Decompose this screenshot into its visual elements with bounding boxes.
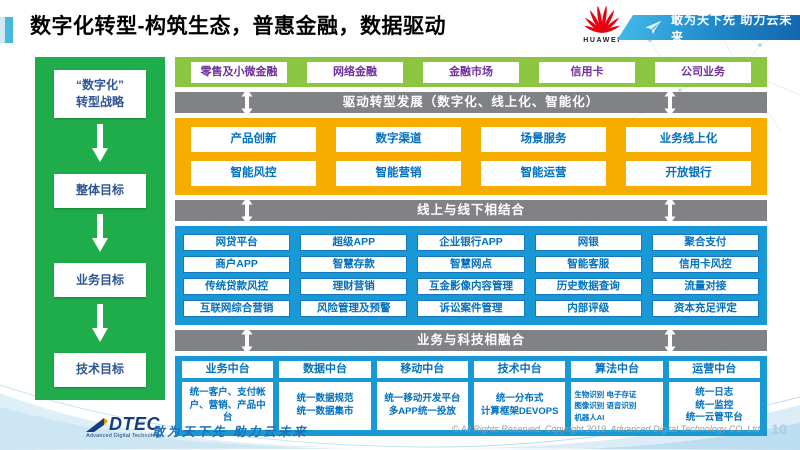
platform-name-box: 移动中台	[376, 361, 468, 378]
business-line-box: 网络金融	[307, 61, 403, 83]
transform-capability-box: 开放银行	[626, 161, 751, 186]
transform-row: 智能风控智能营销智能运营开放银行	[181, 161, 761, 186]
capability-box: 网贷平台	[183, 234, 291, 251]
banner-tech-fusion-text: 业务与科技相融合	[416, 333, 525, 347]
platform-name-box: 算法中台	[571, 361, 663, 378]
platform-detail-box: 统一日志 统一监控 统一云管平台	[668, 382, 760, 430]
platform-detail-box: 统一移动开发平台 多APP统一投放	[376, 382, 468, 430]
transform-capability-box: 智能营销	[336, 161, 461, 186]
updown-arrow-icon	[664, 197, 676, 224]
banner-drive-transformation: 驱动转型发展（数字化、线上化、智能化）	[175, 89, 767, 116]
capability-box: 资本充足评定	[651, 300, 760, 317]
business-line-box: 公司业务	[655, 61, 751, 83]
header-slogan-ribbon: 敢为天下先 助力云未来	[617, 15, 800, 40]
banner-tech-fusion: 业务与科技相融合	[175, 327, 767, 354]
capability-box: 网银	[534, 234, 642, 251]
updown-arrow-icon	[664, 89, 676, 116]
updown-arrow-icon	[241, 327, 253, 354]
capability-box: 互金影像内容管理	[417, 278, 525, 295]
business-capability-grid: 网贷平台超级APP 企业银行APP 网银聚合支付商户APP 智慧存款智慧网点智能客服信…	[175, 226, 767, 325]
capability-row: 传统贷款风控理财营销互金影像内容管理历史数据查询流量对接	[178, 278, 764, 295]
capability-box: 内部评级	[534, 300, 642, 317]
business-line-box: 零售及小微金融	[191, 61, 287, 83]
platform-column: 业务中台统一客户、支付帐户、营销、产品中台	[182, 361, 274, 430]
platform-column: 技术中台统一分布式 计算框架DEVOPS	[473, 361, 566, 430]
capability-row: 商户APP 智慧存款智慧网点智能客服信用卡风控	[178, 256, 764, 273]
business-line-box: 金融市场	[423, 61, 519, 83]
updown-arrow-icon	[664, 327, 676, 354]
capability-box: 智能客服	[534, 256, 642, 273]
platform-detail-box: 统一分布式 计算框架DEVOPS	[473, 382, 566, 430]
transform-capability-box: 智能风控	[191, 161, 316, 186]
down-arrow-icon	[92, 213, 108, 257]
platform-name-box: 技术中台	[473, 361, 566, 378]
sidebar-stage-box: 业务目标	[54, 263, 146, 298]
adtec-logo: DTEC Advanced Digital Technology	[86, 414, 162, 439]
transform-capability-box: 数字渠道	[336, 127, 461, 152]
transformation-capability-block: 产品创新数字渠道场景服务业务线上化智能风控智能营销智能运营开放银行	[175, 118, 767, 195]
updown-arrow-icon	[241, 89, 253, 116]
transformation-flow: 零售及小微金融网络金融金融市场信用卡公司业务 驱动转型发展（数字化、线上化、智能…	[175, 57, 767, 436]
platform-name-box: 运营中台	[668, 361, 760, 378]
capability-box: 智慧存款	[300, 256, 408, 273]
capability-row: 网贷平台超级APP 企业银行APP 网银聚合支付	[178, 234, 764, 251]
transform-capability-box: 产品创新	[191, 127, 316, 152]
capability-box: 诉讼案件管理	[417, 300, 525, 317]
banner-online-offline: 线上与线下相结合	[175, 197, 767, 224]
transform-capability-box: 场景服务	[481, 127, 606, 152]
business-lines-row: 零售及小微金融网络金融金融市场信用卡公司业务	[175, 57, 767, 87]
ribbon-slogan-text: 敢为天下先 助力云未来	[671, 12, 793, 44]
platform-column: 数据中台统一数据规范 统一数据集市	[279, 361, 371, 430]
adtec-triangle-icon	[86, 417, 108, 432]
platform-name-box: 业务中台	[182, 361, 274, 378]
transform-capability-box: 智能运营	[481, 161, 606, 186]
platform-name-box: 数据中台	[279, 361, 371, 378]
capability-box: 企业银行APP	[417, 234, 525, 251]
banner-drive-text: 驱动转型发展（数字化、线上化、智能化）	[342, 95, 600, 109]
sidebar-stage-box: 技术目标	[54, 352, 146, 387]
capability-box: 信用卡风控	[651, 256, 760, 273]
platform-column: 算法中台生物识别 电子存证 图像识别 语音识别 机器人AI	[571, 361, 663, 430]
capability-box: 理财营销	[300, 278, 408, 295]
page-title: 数字化转型-构筑生态，普惠金融，数据驱动	[30, 15, 446, 38]
page-number: 10	[771, 421, 787, 437]
sidebar-stage-box: 整体目标	[54, 173, 146, 208]
capability-box: 聚合支付	[651, 234, 760, 251]
business-line-box: 信用卡	[539, 61, 635, 83]
down-arrow-icon	[92, 303, 108, 347]
copyright-text: © All Rights Reserved. Copyright 2019, A…	[452, 424, 760, 434]
platform-column: 移动中台统一移动开发平台 多APP统一投放	[376, 361, 468, 430]
capability-box: 历史数据查询	[534, 278, 642, 295]
capability-box: 传统贷款风控	[183, 278, 291, 295]
capability-box: 流量对接	[651, 278, 760, 295]
sidebar-stage-box: “数字化” 转型战略	[54, 70, 146, 118]
transform-row: 产品创新数字渠道场景服务业务线上化	[181, 127, 761, 152]
capability-box: 互联网综合营销	[183, 300, 291, 317]
huawei-flower-icon	[584, 5, 620, 33]
platform-column: 运营中台统一日志 统一监控 统一云管平台	[668, 361, 760, 430]
footer-slogan: 敢为天下先 助力云未来	[152, 425, 308, 439]
title-accent-bar	[0, 17, 13, 43]
capability-row: 互联网综合营销风险管理及预警诉讼案件管理内部评级资本充足评定	[178, 300, 764, 317]
paper-plane-icon	[644, 20, 662, 35]
capability-box: 超级APP	[300, 234, 408, 251]
capability-box: 商户APP	[183, 256, 291, 273]
capability-box: 智慧网点	[417, 256, 525, 273]
banner-online-offline-text: 线上与线下相结合	[416, 203, 525, 217]
down-arrow-icon	[92, 124, 108, 167]
adtec-subtitle: Advanced Digital Technology	[86, 433, 162, 439]
transform-capability-box: 业务线上化	[626, 127, 751, 152]
strategy-sidebar: “数字化” 转型战略整体目标业务目标技术目标	[35, 57, 165, 400]
platform-detail-box: 生物识别 电子存证 图像识别 语音识别 机器人AI	[571, 382, 663, 430]
capability-box: 风险管理及预警	[300, 300, 408, 317]
updown-arrow-icon	[241, 197, 253, 224]
